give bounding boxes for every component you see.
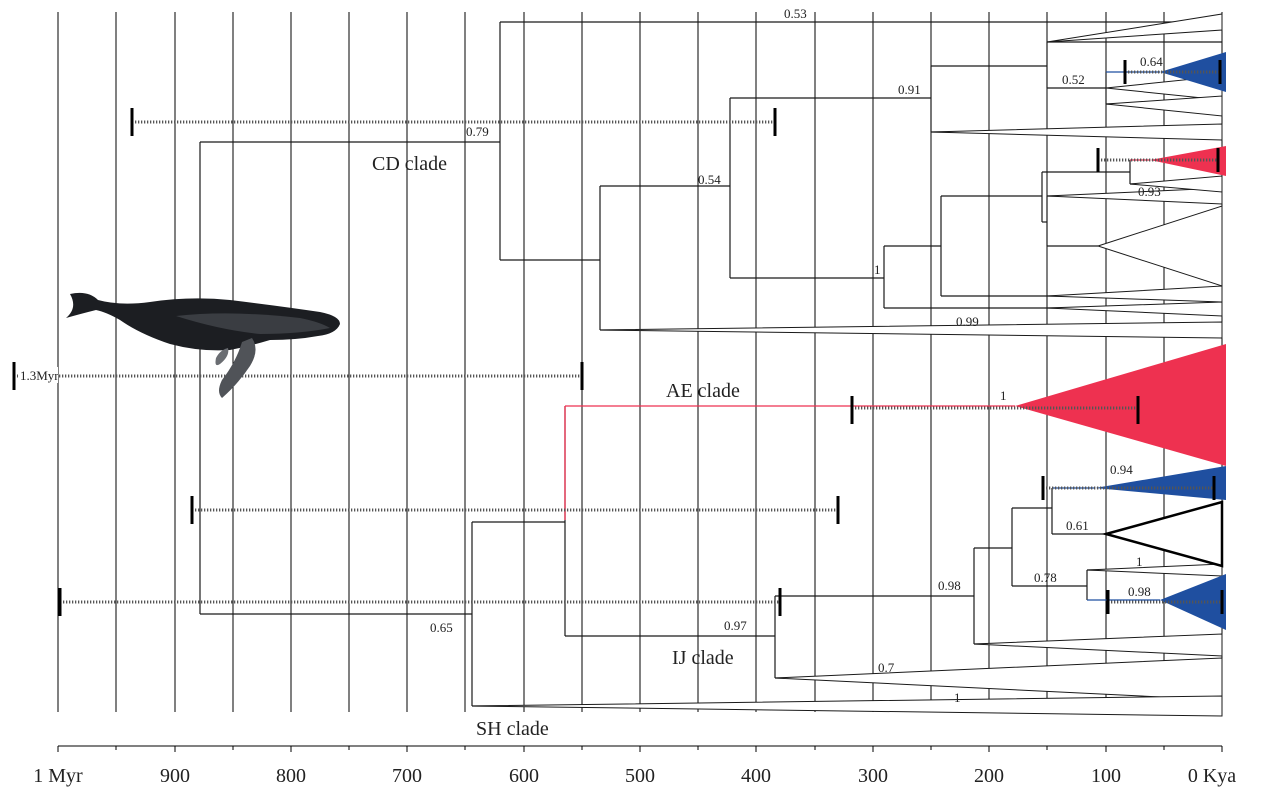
tick-label: 700: [392, 765, 422, 787]
support-value: 1: [954, 690, 961, 705]
coloured-clade-triangles: [1015, 52, 1226, 630]
support-value: 0.79: [466, 124, 489, 139]
tick-label: 500: [625, 765, 655, 787]
clade-label-ae: AE clade: [666, 380, 740, 402]
support-value: 1: [1000, 388, 1007, 403]
tick-label: 300: [858, 765, 888, 787]
tick-label: 0 Kya: [1188, 765, 1236, 787]
clade-label-ij: IJ clade: [672, 647, 734, 669]
collapsed-clades: [471, 13, 1223, 717]
support-value: 0.94: [1110, 462, 1133, 477]
support-value: 0.61: [1066, 518, 1089, 533]
support-values: 0.53 0.91 0.52 0.64 0.79 0.54 0.93 1 0.9…: [430, 6, 1163, 705]
clade-label-cd: CD clade: [372, 153, 447, 175]
support-value: 0.65: [430, 620, 453, 635]
collapsed-clade-bold: [1101, 500, 1224, 568]
support-value: 0.53: [784, 6, 807, 21]
time-axis: [57, 745, 1223, 752]
support-value: 0.78: [1034, 570, 1057, 585]
root-age-label: 1.3Myr: [20, 368, 59, 383]
support-value: 0.7: [878, 660, 895, 675]
support-value: 0.64: [1140, 54, 1163, 69]
blue-triangle-mid: [1095, 466, 1226, 500]
tick-label: 600: [509, 765, 539, 787]
axis-tick-labels: 1 Myr 900 800 700 600 500 400 300 200 10…: [33, 765, 1236, 787]
support-value: 1: [1136, 554, 1143, 569]
clade-labels: CD clade AE clade IJ clade SH clade: [372, 153, 740, 740]
support-value: 0.93: [1138, 184, 1161, 199]
root-age-label-bg: [18, 367, 58, 383]
blue-triangle-top: [1160, 52, 1226, 92]
tick-label: 800: [276, 765, 306, 787]
tick-label: 100: [1091, 765, 1121, 787]
support-value: 0.98: [938, 578, 961, 593]
support-value: 0.99: [956, 314, 979, 329]
support-value: 1: [874, 262, 881, 277]
tick-label: 1 Myr: [33, 765, 83, 787]
support-value: 0.91: [898, 82, 921, 97]
ci-bars: [14, 70, 1222, 604]
humpback-whale-icon: [66, 292, 340, 398]
support-value: 0.98: [1128, 584, 1151, 599]
tick-label: 900: [160, 765, 190, 787]
support-value: 0.97: [724, 618, 747, 633]
time-gridlines: [57, 12, 1223, 712]
support-value: 0.52: [1062, 72, 1085, 87]
tick-label: 400: [741, 765, 771, 787]
ae-clade-triangle: [1015, 344, 1226, 466]
clade-label-sh: SH clade: [476, 718, 549, 740]
support-value: 0.54: [698, 172, 721, 187]
tick-label: 200: [974, 765, 1004, 787]
ci-bar-ends: [12, 60, 1224, 616]
